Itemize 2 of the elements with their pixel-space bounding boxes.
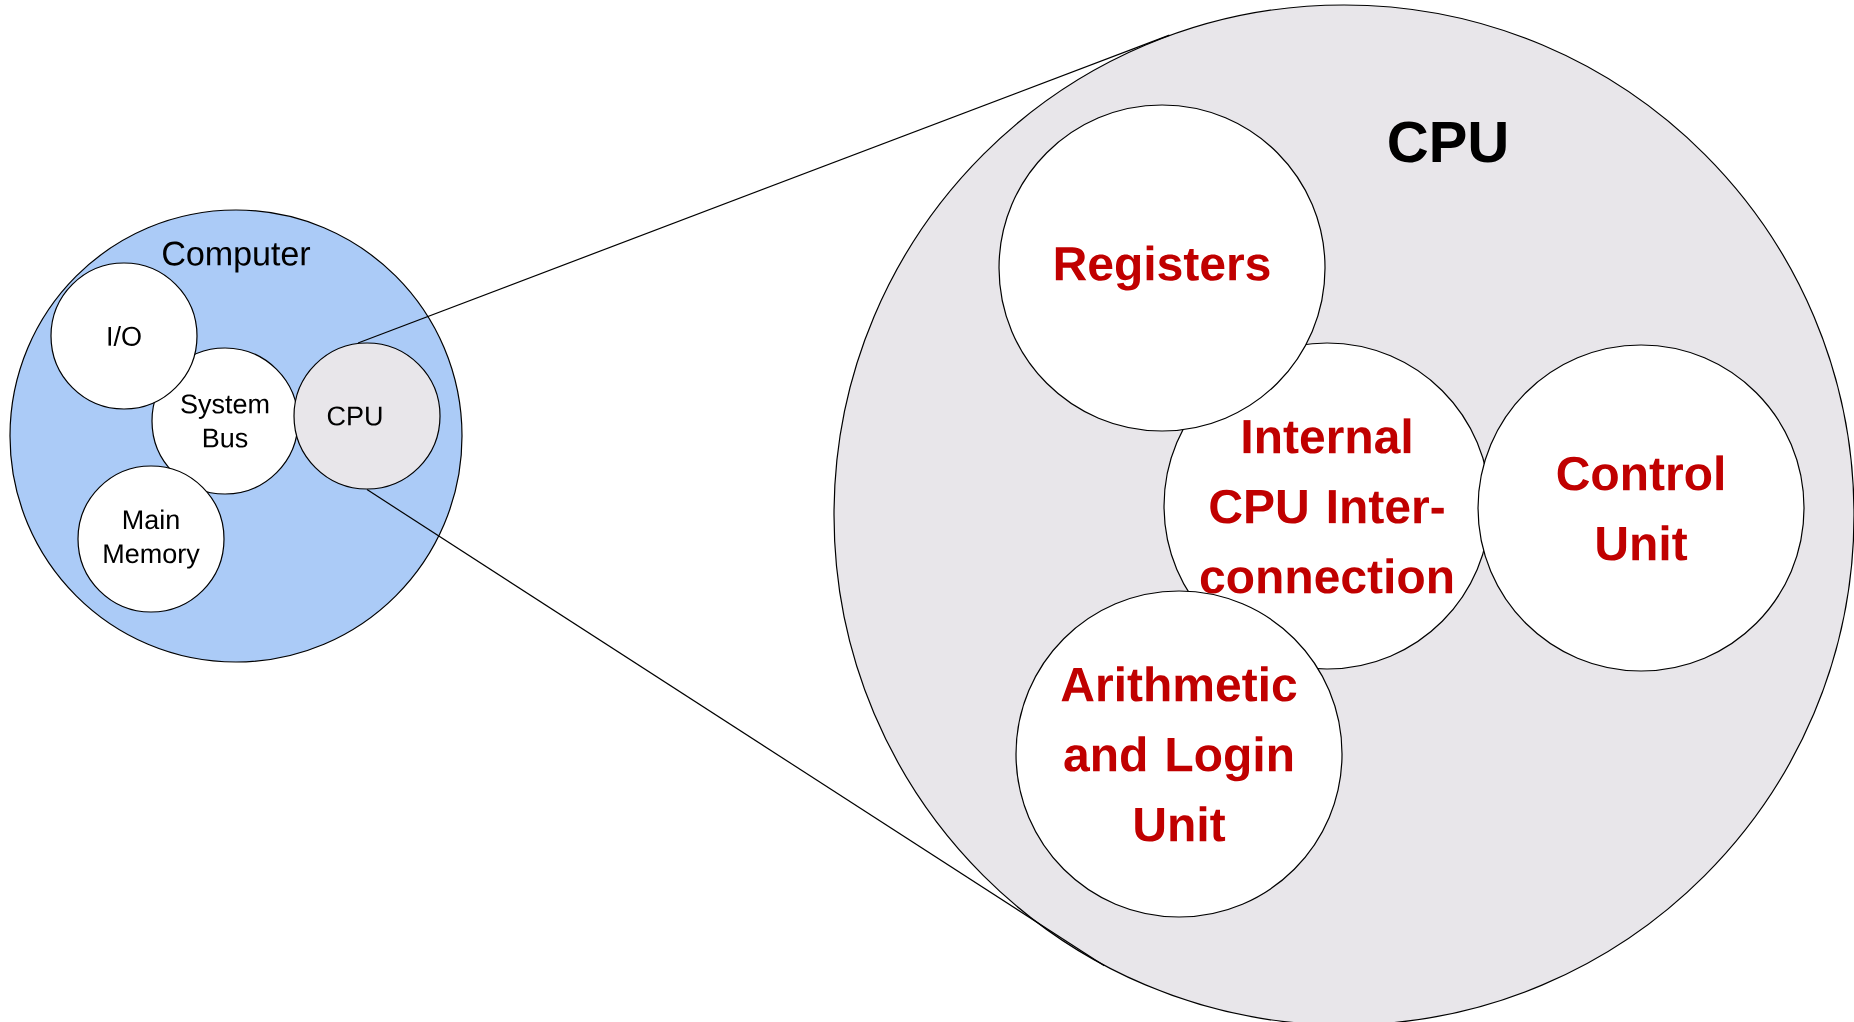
zoom-line xyxy=(357,34,1170,344)
zoom-line xyxy=(366,489,1105,967)
